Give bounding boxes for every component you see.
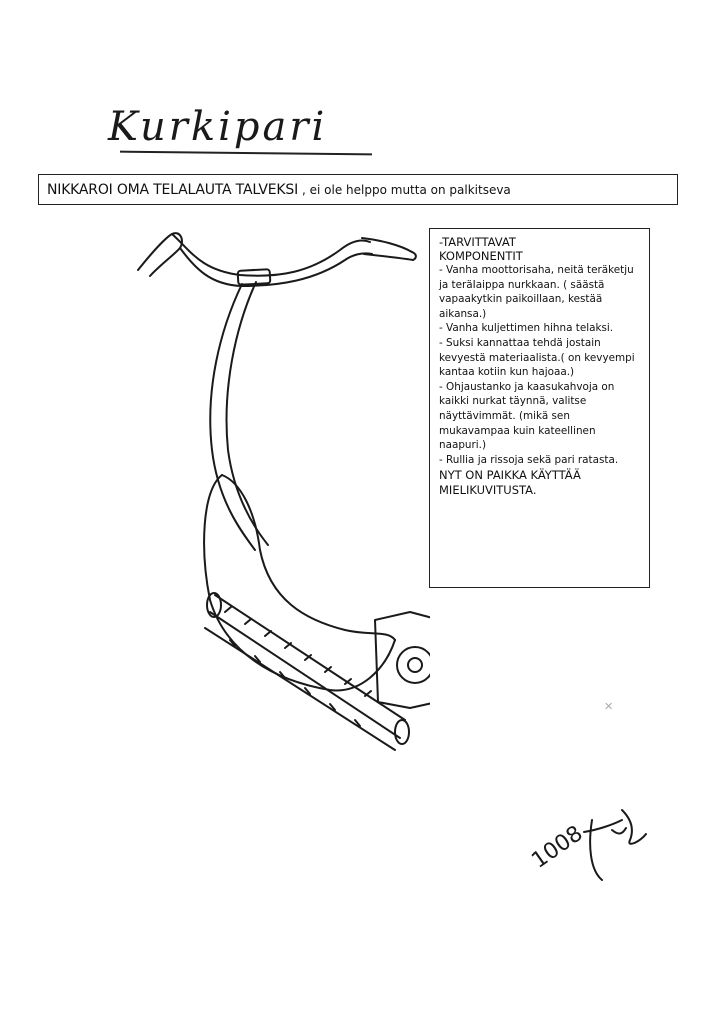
- component-item: - Rullia ja rissoja sekä pari ratasta.: [439, 453, 619, 466]
- track-drawing: [204, 592, 410, 751]
- components-box: -TARVITTAVAT KOMPONENTIT - Vanha moottor…: [429, 228, 650, 588]
- components-heading-line2: KOMPONENTIT: [439, 249, 523, 263]
- steering-column-drawing: [209, 281, 269, 551]
- components-footer-line1: NYT ON PAIKKA KÄYTTÄÄ: [439, 468, 581, 483]
- snow-scooter-sketch: [137, 232, 430, 751]
- handlebar-drawing: [137, 232, 417, 287]
- tagline-box: NIKKAROI OMA TELALAUTA TALVEKSI , ei ole…: [38, 174, 678, 205]
- page-title: Kurkipari: [108, 104, 328, 150]
- component-item: - Vanha kuljettimen hihna telaksi.: [439, 322, 614, 335]
- artist-signature: 1008: [527, 809, 647, 881]
- title-underline: [119, 150, 373, 156]
- tagline-rest: , ei ole helppo mutta on palkitseva: [302, 182, 511, 197]
- component-item: - Suksi kannattaa tehdä jostain kevyestä…: [439, 336, 635, 379]
- component-item: - Vanha moottorisaha, neitä teräketju ja…: [439, 264, 634, 320]
- ski-body-drawing: [203, 474, 396, 692]
- components-heading-line1: -TARVITTAVAT: [439, 235, 516, 249]
- tagline-main: NIKKAROI OMA TELALAUTA TALVEKSI: [47, 181, 299, 198]
- signature-number: 1008: [527, 821, 587, 874]
- motor-housing-drawing: [374, 611, 430, 709]
- paper-mark: ✕: [604, 700, 614, 713]
- component-item: - Ohjaustanko ja kaasukahvoja on kaikki …: [439, 380, 615, 452]
- components-footer-line2: MIELIKUVITUSTA.: [439, 483, 537, 498]
